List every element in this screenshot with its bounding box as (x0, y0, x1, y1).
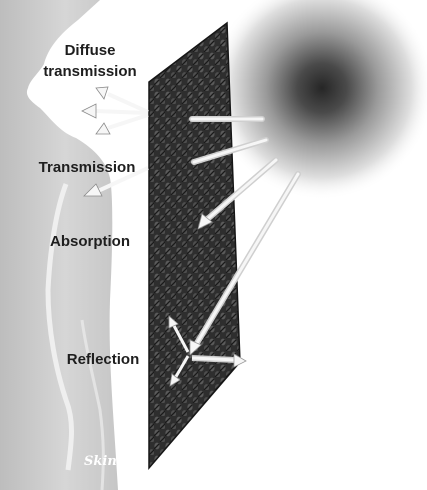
label-diffuse: Diffuse (65, 41, 116, 60)
label-transmission: Transmission (39, 158, 136, 177)
caption-skin: Skin (84, 454, 117, 469)
sun-icon (210, 0, 427, 200)
textile-panel (149, 23, 240, 468)
diffuse-transmission-arrows (82, 87, 148, 134)
label-transmission-line2: transmission (43, 62, 136, 81)
label-absorption: Absorption (50, 232, 130, 251)
caption-textile: Textile (178, 454, 226, 469)
label-reflection: Reflection (67, 350, 140, 369)
